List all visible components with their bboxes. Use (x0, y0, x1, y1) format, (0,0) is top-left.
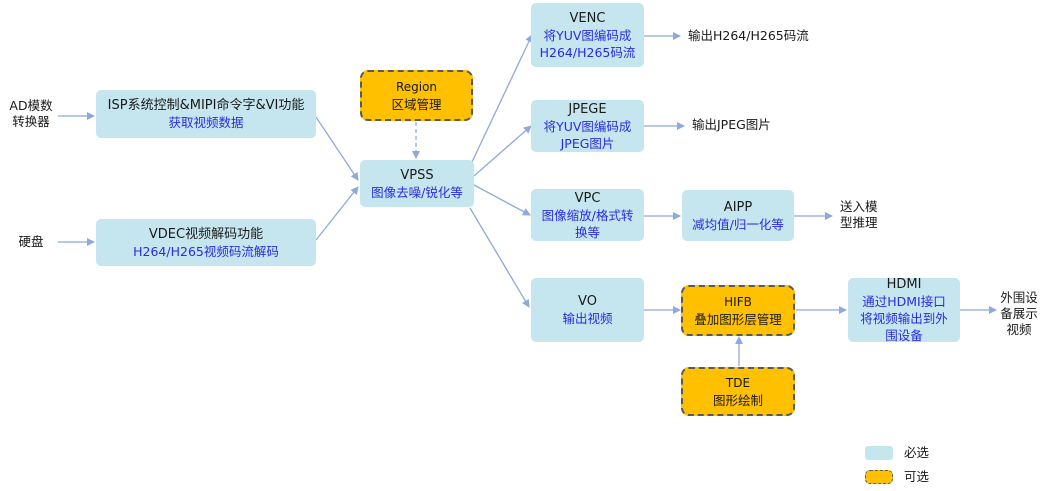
node-jpege: JPEGE 将YUV图编码成 JPEG图片 (531, 100, 644, 152)
node-hifb-desc: 叠加图形层管理 (694, 311, 782, 327)
node-hifb-title: HIFB (724, 294, 752, 309)
node-vpss: VPSS 图像去噪/锐化等 (360, 160, 474, 207)
node-vpc: VPC 图像缩放/格式转 换等 (531, 189, 644, 241)
node-tde-desc: 图形绘制 (712, 392, 763, 408)
node-tde-title: TDE (725, 375, 751, 390)
node-vdec: VDEC视频解码功能 H264/H265视频码流解码 (96, 219, 316, 266)
node-vpc-title: VPC (574, 190, 601, 206)
node-vpss-title: VPSS (400, 167, 434, 183)
node-tde: TDE 图形绘制 (681, 367, 795, 416)
input-ad-converter: AD模数 转换器 (9, 98, 53, 129)
arrow-vpss-vpc (473, 184, 531, 216)
node-region: Region 区域管理 (360, 70, 473, 121)
node-venc: VENC 将YUV图编码成 H264/H265码流 (531, 3, 644, 67)
node-hdmi: HDMI 通过HDMI接口 将视频输出到外 围设备 (848, 277, 960, 343)
node-vdec-desc: H264/H265视频码流解码 (133, 243, 279, 259)
output-model-inference: 送入模 型推理 (840, 199, 878, 230)
arrow-vpss-venc (471, 34, 533, 163)
arrow-vpss-vo (469, 207, 530, 308)
node-vpss-desc: 图像去噪/锐化等 (371, 184, 463, 200)
node-jpege-desc: 将YUV图编码成 JPEG图片 (543, 118, 632, 151)
node-venc-title: VENC (569, 10, 606, 26)
node-hdmi-desc: 通过HDMI接口 将视频输出到外 围设备 (860, 294, 948, 343)
legend-required-swatch (865, 446, 893, 460)
node-vdec-title: VDEC视频解码功能 (148, 226, 264, 242)
arrow-vpss-jpege (473, 125, 532, 177)
output-venc-stream: 输出H264/H265码流 (688, 28, 809, 43)
node-venc-desc: 将YUV图编码成 H264/H265码流 (539, 27, 636, 60)
node-vo-desc: 输出视频 (562, 311, 613, 326)
node-aipp-title: AIPP (723, 199, 753, 215)
node-aipp: AIPP 减均值/归一化等 (682, 190, 794, 241)
output-jpeg-image: 输出JPEG图片 (692, 117, 771, 132)
node-vo-title: VO (578, 294, 597, 309)
node-isp-desc: 获取视频数据 (168, 115, 244, 130)
legend-optional-swatch (865, 470, 893, 484)
node-isp-title: ISP系统控制&MIPI命令字&VI功能 (107, 98, 305, 113)
node-vpc-desc: 图像缩放/格式转 换等 (541, 207, 634, 240)
node-region-title: Region (395, 79, 438, 94)
arrow-vdec-vpss (315, 186, 359, 241)
node-jpege-title: JPEGE (568, 101, 607, 117)
output-external-display: 外围设 备展示 视频 (1000, 290, 1038, 337)
arrow-isp-vpss (315, 116, 359, 181)
node-hifb: HIFB 叠加图形层管理 (681, 285, 795, 336)
node-aipp-desc: 减均值/归一化等 (692, 216, 784, 232)
node-isp: ISP系统控制&MIPI命令字&VI功能 获取视频数据 (96, 90, 316, 138)
node-vo: VO 输出视频 (531, 278, 644, 342)
legend-required-label: 必选 (904, 445, 930, 460)
input-hard-disk: 硬盘 (18, 234, 44, 249)
node-region-desc: 区域管理 (391, 96, 442, 112)
legend-optional-label: 可选 (904, 469, 930, 484)
node-hdmi-title: HDMI (886, 277, 922, 292)
